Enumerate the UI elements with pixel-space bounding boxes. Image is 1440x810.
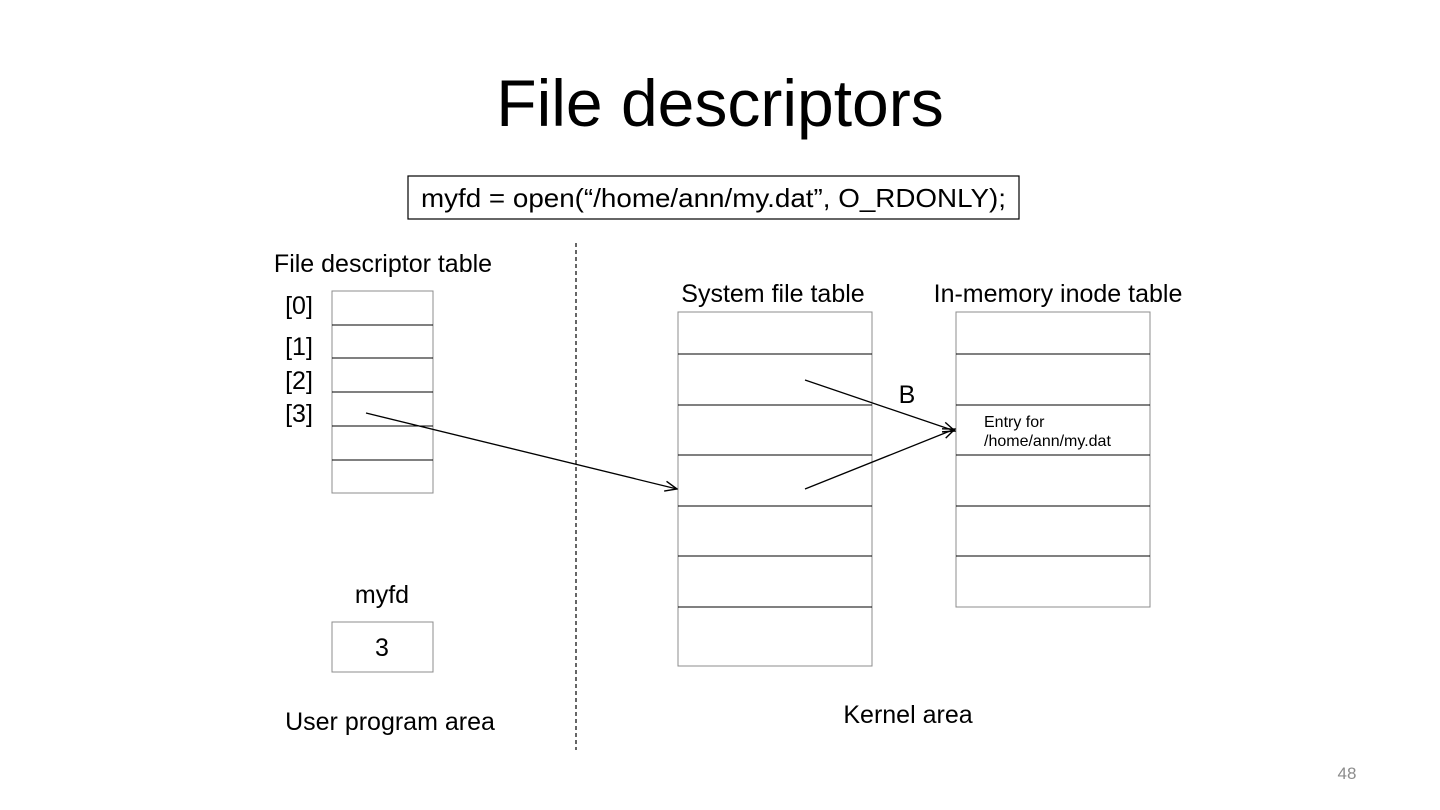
system-file-table-label: System file table [681, 280, 864, 308]
user-area-label: User program area [285, 708, 495, 736]
file-entry-lower-to-inode-arrow [804, 429, 955, 490]
myfd-value: 3 [375, 634, 389, 662]
open-call-code: myfd = open(“/home/ann/my.dat”, O_RDONLY… [421, 183, 1006, 213]
inode-entry-line2: /home/ann/my.dat [984, 433, 1111, 450]
system-file-table [677, 311, 873, 667]
inode-table-label: In-memory inode table [934, 280, 1183, 308]
myfd-label: myfd [355, 581, 409, 609]
page-number: 48 [1338, 764, 1357, 783]
fd-index-1: [1] [285, 333, 313, 361]
inode-table [955, 311, 1151, 608]
arrow-label-b: B [899, 381, 916, 409]
fd-index-0: [0] [285, 292, 313, 320]
slide-title: File descriptors [496, 66, 943, 140]
code-box [407, 175, 1020, 220]
fd-table-label: File descriptor table [274, 250, 492, 278]
file-entry-upper-to-inode-arrow [804, 379, 955, 431]
fd-to-file-table-arrow [365, 412, 677, 489]
fd-index-2: [2] [285, 367, 313, 395]
fd-index-3: [3] [285, 400, 313, 428]
myfd-box [331, 621, 434, 673]
kernel-area-label: Kernel area [843, 701, 972, 729]
inode-entry-line1: Entry for [984, 414, 1045, 431]
